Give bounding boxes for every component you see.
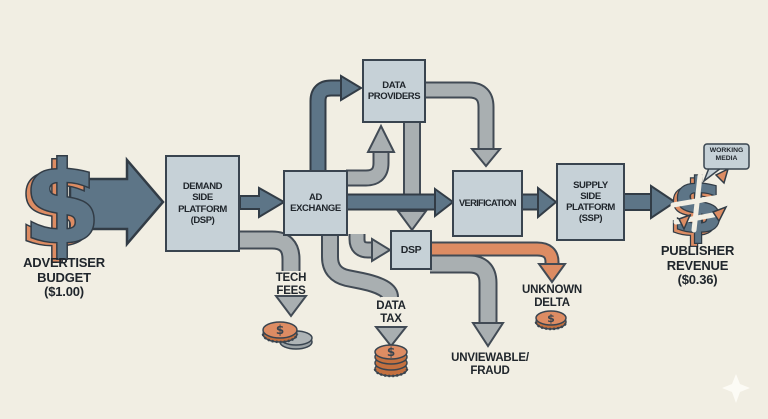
svg-text:$: $ [18,142,96,272]
node-ssp: SUPPLY SIDE PLATFORM (SSP) [556,163,625,241]
pipe-data-providers-to-dsp-small [396,121,428,232]
node-verification: VERIFICATION [452,170,523,237]
arrow-budget-to-dsp [68,156,165,248]
data-tax-coins-icon: $ [373,344,409,378]
unknown-delta-label: UNKNOWN DELTA [522,284,582,309]
unviewable-fraud-label: UNVIEWABLE/ FRAUD [451,352,529,377]
unknown-delta-coin-icon: $ [534,310,568,331]
advertiser-budget-label: ADVERTISER BUDGET ($1.00) [23,255,105,300]
node-ad-exchange-label: AD EXCHANGE [290,191,341,214]
node-dsp-label: DEMAND SIDE PLATFORM (DSP) [178,181,227,226]
node-ssp-label: SUPPLY SIDE PLATFORM (SSP) [566,179,615,225]
working-media-callout-label: WORKING MEDIA [709,147,744,163]
pipe-exchange-up-to-data-providers [346,123,396,187]
arrow-exchange-to-verification [346,187,455,219]
advertiser-dollar-icon: $ $ [17,138,103,274]
publisher-dollar-icon: $ $ [667,163,732,254]
node-verification-label: VERIFICATION [459,198,517,209]
arrow-ssp-to-publisher [623,184,677,220]
pipe-exchange-to-data-tax [321,234,409,348]
node-dsp: DEMAND SIDE PLATFORM (DSP) [165,155,240,252]
pipe-data-providers-to-verification [426,81,503,168]
speech-bubble [702,143,750,184]
dollar-shard-wedges [677,167,730,231]
tech-fees-label: TECH FEES [275,272,307,297]
pipe-dsp-to-tech-fees [238,230,308,318]
sparkle-icon [722,374,750,403]
arrow-exchange-to-data-providers [309,74,363,172]
svg-text:$: $ [547,312,555,325]
node-ad-exchange: AD EXCHANGE [283,170,348,236]
data-tax-label: DATA TAX [376,300,406,325]
pipe-exchange-to-dsp-small [348,234,392,263]
node-dsp-small: DSP [390,230,432,270]
svg-text:$: $ [276,323,284,337]
node-dsp-small-label: DSP [400,243,422,256]
node-data-providers-label: DATA PROVIDERS [367,79,421,102]
svg-text:$: $ [23,139,101,269]
tech-fees-coins-icon: $ [261,321,313,350]
pipe-dsp-small-to-unknown-delta [430,241,567,284]
svg-text:$: $ [387,345,395,359]
pipe-dsp-small-to-unviewable [430,254,505,348]
publisher-revenue-label: PUBLISHER REVENUE ($0.36) [660,243,735,288]
arrow-dsp-to-exchange [239,186,286,219]
arrow-verification-to-ssp [521,185,558,220]
node-data-providers: DATA PROVIDERS [362,59,426,123]
